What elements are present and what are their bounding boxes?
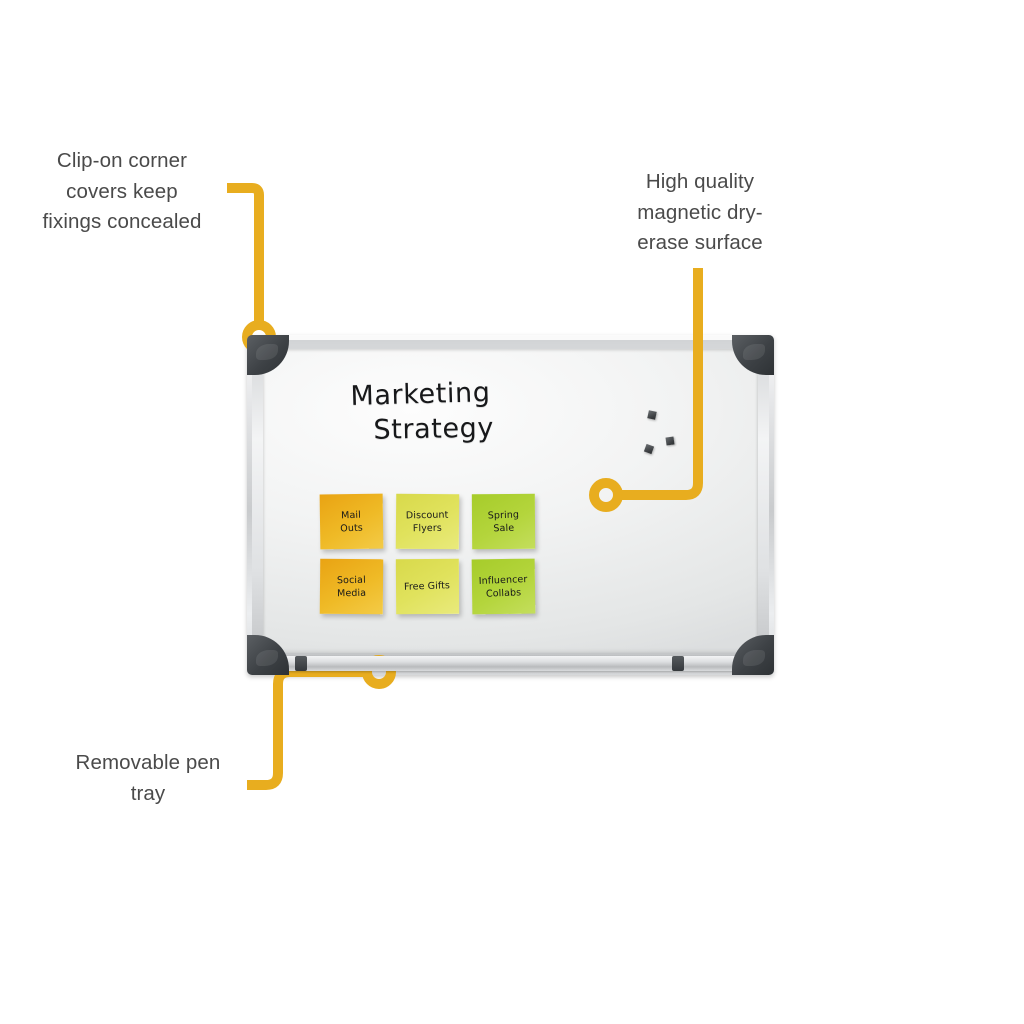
- dry-erase-surface: Marketing Strategy Mail Outs Discount Fl…: [263, 349, 758, 653]
- sticky-note-label: Influencer Collabs: [478, 573, 528, 600]
- callout-label-surface: High quality magnetic dry- erase surface: [637, 170, 763, 254]
- sticky-note-row: Social Media Free Gifts Influencer Colla…: [319, 558, 536, 615]
- sticky-note: Influencer Collabs: [471, 558, 536, 615]
- sticky-note-label: Mail Outs: [340, 509, 364, 534]
- magnet-icon: [665, 436, 675, 446]
- sticky-note-label: Discount Flyers: [406, 509, 449, 534]
- magnet-icon: [647, 410, 657, 420]
- sticky-note: Free Gifts: [395, 558, 460, 615]
- sticky-note: Mail Outs: [319, 493, 384, 550]
- sticky-note: Social Media: [319, 558, 384, 615]
- sticky-note-row: Mail Outs Discount Flyers Spring Sale: [319, 493, 536, 550]
- board-title-line-2: Strategy: [373, 412, 495, 446]
- pen-tray-end-cap: [672, 656, 684, 671]
- callout-label-pen-tray: Removable pen tray: [75, 751, 221, 805]
- sticky-note-grid: Mail Outs Discount Flyers Spring Sale So…: [319, 493, 536, 624]
- sticky-note-label: Social Media: [336, 574, 367, 599]
- leader-line-pen-tray: [247, 667, 363, 790]
- removable-pen-tray: [281, 656, 740, 671]
- sticky-note-label: Spring Sale: [487, 508, 520, 534]
- board-handwritten-title: Marketing Strategy: [350, 375, 494, 449]
- leader-line-corner-covers: [227, 183, 264, 322]
- callout-label-corner-covers: Clip-on corner covers keep fixings conce…: [42, 149, 202, 233]
- pen-tray-end-cap: [295, 656, 307, 671]
- sticky-note: Spring Sale: [471, 493, 536, 550]
- board-title-line-1: Marketing: [350, 377, 491, 412]
- sticky-note: Discount Flyers: [395, 493, 460, 550]
- magnet-icon: [643, 443, 655, 455]
- whiteboard-product: Marketing Strategy Mail Outs Discount Fl…: [247, 335, 774, 675]
- sticky-note-label: Free Gifts: [404, 580, 451, 593]
